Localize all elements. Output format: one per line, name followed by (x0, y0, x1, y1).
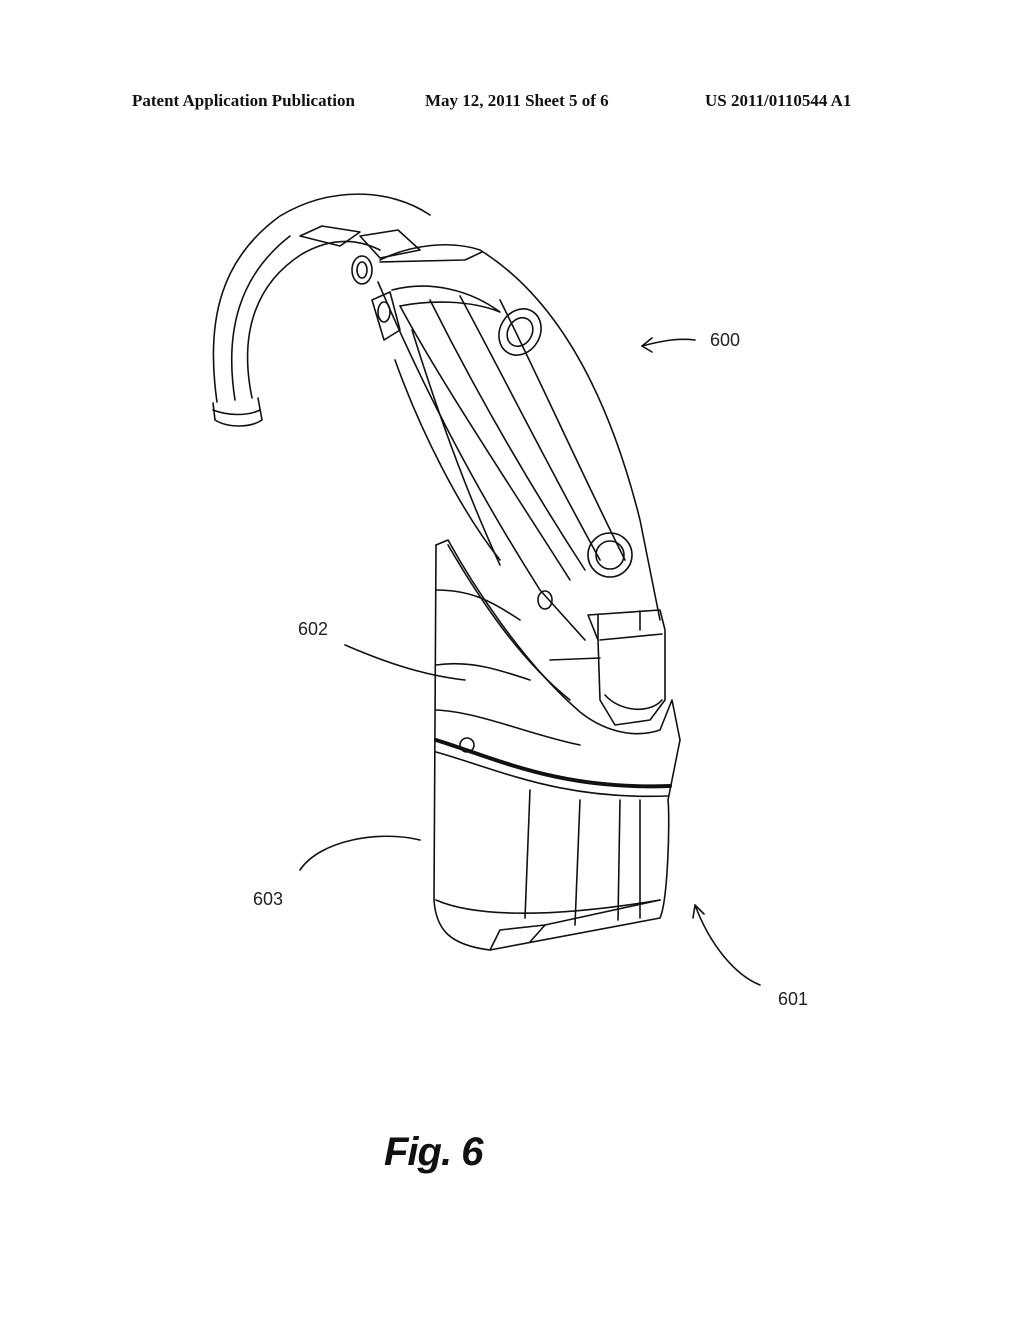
ref-label-601: 601 (778, 989, 808, 1009)
hearing-aid-body (371, 244, 666, 726)
charger-holder (433, 539, 681, 951)
header-publication-type: Patent Application Publication (132, 91, 355, 110)
ref-label-600: 600 (710, 330, 740, 350)
ear-hook (212, 193, 431, 427)
header-publication-number: US 2011/0110544 A1 (705, 91, 852, 110)
header-date-sheet: May 12, 2011 Sheet 5 of 6 (425, 91, 609, 110)
ref-label-603: 603 (253, 889, 283, 909)
ref-label-602: 602 (298, 619, 328, 639)
figure-caption: Fig. 6 (384, 1130, 483, 1174)
reference-leaders (299, 337, 761, 986)
